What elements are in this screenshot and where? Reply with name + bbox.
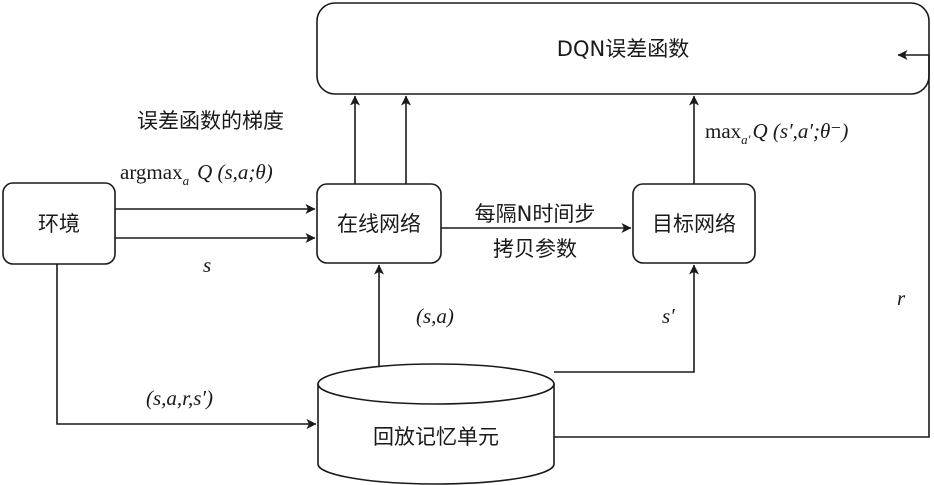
edge-replay-to-error-reward: [554, 50, 930, 438]
transition-label: (s,a,r,s′): [146, 386, 213, 410]
max-label: maxa′Q (s′,a′;θ⁻): [705, 119, 848, 147]
replay-memory-node: 回放记忆单元: [317, 363, 555, 485]
online-network-label: 在线网络: [337, 212, 421, 236]
copy-label-line1: 每隔N时间步: [475, 202, 596, 226]
dqn-error-node: DQN误差函数: [316, 2, 930, 95]
reward-label: r: [897, 286, 906, 310]
target-network-label: 目标网络: [652, 212, 736, 236]
edge-env-to-replay: [56, 264, 317, 429]
dqn-error-label: DQN误差函数: [557, 37, 689, 61]
copy-label-line2: 拷贝参数: [493, 237, 577, 261]
online-network-node: 在线网络: [316, 183, 442, 264]
state-label: s: [203, 253, 211, 277]
gradient-label: 误差函数的梯度: [137, 109, 284, 133]
sa-label: (s,a): [416, 304, 454, 328]
s-prime-label: s′: [662, 304, 675, 328]
environment-node: 环境: [2, 182, 116, 265]
environment-label: 环境: [38, 212, 80, 236]
replay-memory-label: 回放记忆单元: [373, 425, 499, 449]
edge-replay-to-target: [554, 264, 699, 373]
target-network-node: 目标网络: [632, 183, 756, 264]
